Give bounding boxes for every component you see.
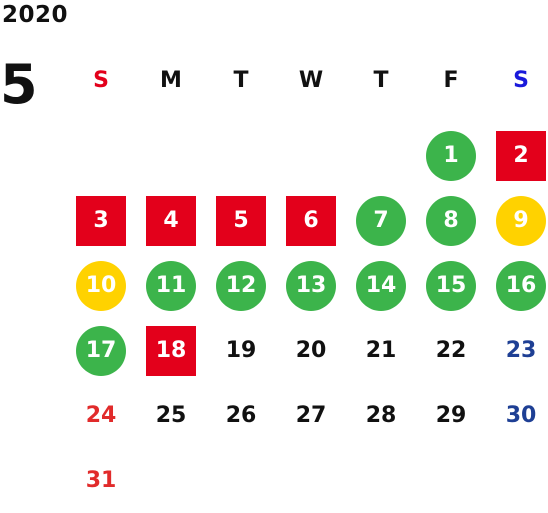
day-number: 24 — [85, 403, 117, 428]
day-number: 1 — [426, 130, 476, 181]
day-cell[interactable]: 25 — [136, 383, 206, 448]
day-cell[interactable]: 4 — [136, 188, 206, 253]
day-number: 10 — [76, 260, 126, 311]
month-number: 5 — [0, 53, 38, 116]
empty-day-cell — [206, 123, 276, 188]
weekday-header: M — [160, 67, 182, 93]
day-number: 31 — [85, 468, 117, 493]
day-cell[interactable]: 27 — [276, 383, 346, 448]
day-number: 16 — [496, 260, 546, 311]
day-number: 30 — [505, 403, 537, 428]
day-number: 15 — [426, 260, 476, 311]
empty-day-cell — [136, 123, 206, 188]
day-cell[interactable]: 15 — [416, 253, 486, 318]
empty-day-cell — [276, 123, 346, 188]
day-cell[interactable]: 21 — [346, 318, 416, 383]
day-number: 8 — [426, 195, 476, 246]
day-number: 13 — [286, 260, 336, 311]
day-number: 18 — [146, 325, 196, 376]
day-number: 12 — [216, 260, 266, 311]
day-number: 9 — [496, 195, 546, 246]
day-cell[interactable]: 31 — [66, 448, 136, 513]
day-number: 20 — [295, 338, 327, 363]
day-cell[interactable]: 9 — [486, 188, 548, 253]
day-number: 11 — [146, 260, 196, 311]
day-cell[interactable]: 20 — [276, 318, 346, 383]
day-number: 4 — [146, 195, 196, 246]
day-cell[interactable]: 1 — [416, 123, 486, 188]
day-cell[interactable]: 29 — [416, 383, 486, 448]
day-cell[interactable]: 28 — [346, 383, 416, 448]
day-cell[interactable]: 23 — [486, 318, 548, 383]
day-cell[interactable]: 6 — [276, 188, 346, 253]
day-number: 21 — [365, 338, 397, 363]
day-cell[interactable]: 18 — [136, 318, 206, 383]
day-cell[interactable]: 19 — [206, 318, 276, 383]
weekday-header: S — [513, 67, 529, 93]
empty-day-cell — [346, 123, 416, 188]
day-number: 25 — [155, 403, 187, 428]
day-number: 27 — [295, 403, 327, 428]
weekday-header: W — [298, 67, 324, 93]
day-number: 14 — [356, 260, 406, 311]
day-cell[interactable]: 3 — [66, 188, 136, 253]
day-number: 7 — [356, 195, 406, 246]
year-label: 2020 — [2, 2, 69, 28]
day-cell[interactable]: 17 — [66, 318, 136, 383]
day-number: 2 — [496, 130, 546, 181]
day-cell[interactable]: 16 — [486, 253, 548, 318]
day-number: 22 — [435, 338, 467, 363]
day-number: 29 — [435, 403, 467, 428]
day-cell[interactable]: 14 — [346, 253, 416, 318]
day-number: 19 — [225, 338, 257, 363]
empty-day-cell — [66, 123, 136, 188]
day-cell[interactable]: 13 — [276, 253, 346, 318]
day-number: 17 — [76, 325, 126, 376]
day-number: 26 — [225, 403, 257, 428]
weekday-header: F — [443, 67, 459, 93]
day-cell[interactable]: 5 — [206, 188, 276, 253]
weekday-header: T — [233, 67, 249, 93]
day-cell[interactable]: 30 — [486, 383, 548, 448]
day-cell[interactable]: 8 — [416, 188, 486, 253]
day-number: 23 — [505, 338, 537, 363]
day-cell[interactable]: 10 — [66, 253, 136, 318]
day-cell[interactable]: 7 — [346, 188, 416, 253]
day-number: 6 — [286, 195, 336, 246]
weekday-header: S — [93, 67, 109, 93]
day-cell[interactable]: 24 — [66, 383, 136, 448]
day-cell[interactable]: 22 — [416, 318, 486, 383]
day-cell[interactable]: 2 — [486, 123, 548, 188]
day-number: 5 — [216, 195, 266, 246]
day-cell[interactable]: 26 — [206, 383, 276, 448]
day-number: 28 — [365, 403, 397, 428]
day-cell[interactable]: 11 — [136, 253, 206, 318]
weekday-header: T — [373, 67, 389, 93]
day-cell[interactable]: 12 — [206, 253, 276, 318]
day-number: 3 — [76, 195, 126, 246]
